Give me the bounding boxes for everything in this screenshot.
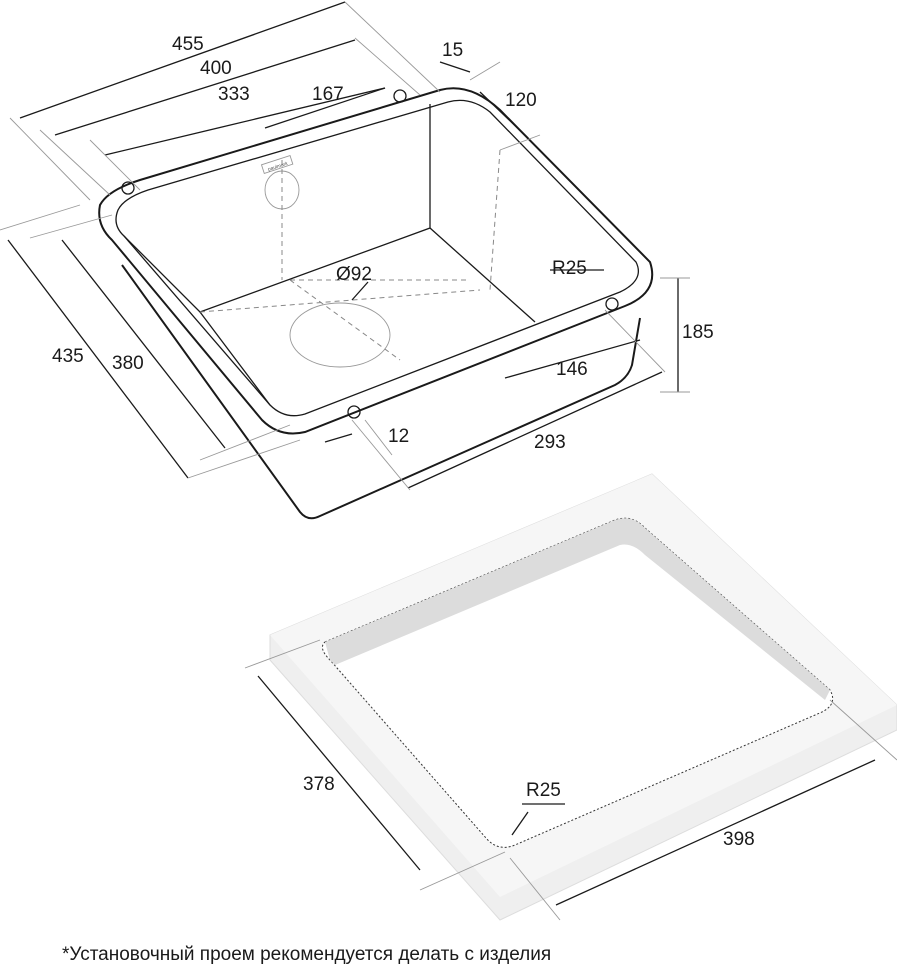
dim-overall-width: 435 — [52, 346, 84, 367]
sink-bowl-back — [123, 104, 431, 313]
footnote: *Установочный проем рекомендуется делать… — [62, 944, 552, 965]
dim-rim-width: 15 — [442, 40, 463, 61]
sink-bowl-right-floor — [429, 227, 536, 323]
dim-cutout-length: 398 — [723, 829, 755, 850]
drain-hole — [289, 302, 391, 368]
dim-corner-radius: R25 — [552, 258, 587, 279]
dim-depth: 185 — [682, 322, 714, 343]
dim-drain-offset-width: 120 — [505, 90, 537, 111]
dimension-lines — [7, 1, 679, 489]
sink-bowl-left-floor — [199, 311, 271, 406]
dim-front-length: 293 — [534, 432, 566, 453]
dim-cutout-radius: R25 — [526, 780, 561, 801]
cutout-inner-wall — [325, 518, 830, 700]
dim-rim-length: 400 — [200, 58, 232, 79]
dim-overall-length: 455 — [172, 34, 204, 55]
sink-body-outline — [121, 264, 641, 520]
dim-front-offset: 12 — [388, 426, 409, 447]
dim-bowl-length: 333 — [218, 84, 250, 105]
extension-lines — [0, 1, 690, 491]
notch — [121, 181, 135, 195]
cutout-extension-lines — [244, 639, 897, 921]
cutout-dimension-lines — [257, 675, 876, 906]
hidden-lines — [199, 149, 501, 361]
logo-plate — [260, 154, 294, 174]
notch — [393, 89, 407, 103]
notch — [347, 405, 361, 419]
dim-cutout-width: 378 — [303, 774, 335, 795]
dim-drain-offset-length: 167 — [312, 84, 344, 105]
dim-bowl-width: 380 — [112, 353, 144, 374]
cutout-drawing: 378 398 R25 — [244, 473, 897, 921]
dim-drain-diameter: Ø92 — [336, 264, 372, 285]
sink-rim-inner — [115, 99, 640, 417]
dim-drain-offset-front: 146 — [556, 359, 588, 380]
sink-rim-outer — [98, 87, 654, 435]
notch — [605, 297, 619, 311]
sink-drawing: paulmark — [0, 1, 714, 520]
